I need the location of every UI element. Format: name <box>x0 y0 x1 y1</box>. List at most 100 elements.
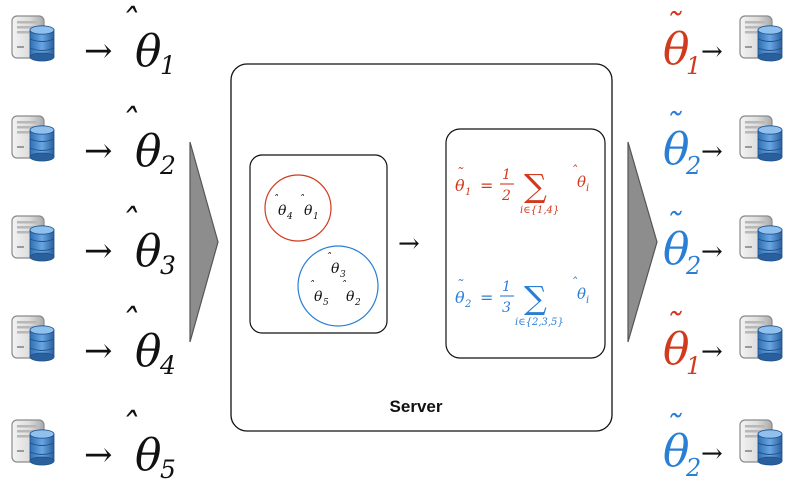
theta-hat: θ <box>135 430 162 481</box>
arrow: → <box>701 37 723 67</box>
client-row-4: → θ ̂ 4 <box>11 306 176 380</box>
theta-hat: θ <box>135 326 162 377</box>
numerator: 1 <box>502 279 511 295</box>
sum-symbol: ∑ <box>524 167 547 205</box>
cluster-theta-hat: θ <box>278 203 287 219</box>
hat-accent: ̂ <box>126 306 138 313</box>
arrow: → <box>701 439 723 469</box>
equals: = <box>480 176 493 195</box>
server-database-icon <box>739 419 783 466</box>
hat-accent: ̂ <box>126 410 138 417</box>
output-row-3: θ ˜ 2 → <box>663 206 783 280</box>
subscript: 5 <box>160 455 176 484</box>
arrow: → <box>701 337 723 367</box>
right-funnel-arrow <box>627 141 658 343</box>
hat-accent: ̂ <box>126 6 138 13</box>
eq-theta-tilde: θ <box>455 176 465 195</box>
equation-blue: θ ˜ 2 = 1 3 ∑ i∈{2,3,5} θ ̂ i <box>455 276 589 328</box>
cluster-theta-hat: θ <box>331 261 340 277</box>
client-row-2: → θ ̂ 2 <box>11 106 176 180</box>
subscript: i <box>586 295 589 306</box>
theta-tilde: θ <box>663 324 690 375</box>
hat-accent: ̂ <box>126 106 138 113</box>
numerator: 1 <box>502 167 511 183</box>
clusters-box <box>249 154 388 334</box>
server-database-icon <box>11 115 55 162</box>
server-database-icon <box>11 15 55 62</box>
tilde-accent: ˜ <box>664 206 682 246</box>
server-database-icon <box>739 115 783 162</box>
sum-index: i∈{1,4} <box>520 205 559 216</box>
client-row-1: → θ ̂ 1 <box>11 6 176 80</box>
arrow: → <box>84 131 113 171</box>
eq-theta-tilde: θ <box>455 288 465 307</box>
server-database-icon <box>11 215 55 262</box>
arrow: → <box>84 31 113 71</box>
server-database-icon <box>739 215 783 262</box>
sum-index: i∈{2,3,5} <box>515 317 564 328</box>
subscript: 1 <box>686 52 701 80</box>
theta-hat: θ <box>135 226 162 277</box>
theta-hat: θ <box>135 126 162 177</box>
tilde-accent: ˜ <box>664 6 682 46</box>
server-database-icon <box>739 15 783 62</box>
subscript: 3 <box>160 251 176 280</box>
cluster-theta-hat: θ <box>304 203 313 219</box>
theta-tilde: θ <box>663 124 690 175</box>
cluster-theta-hat: θ <box>346 289 355 305</box>
equals: = <box>480 288 493 307</box>
left-funnel-arrow <box>189 141 219 343</box>
output-row-2: θ ˜ 2 → <box>663 106 783 180</box>
sum-symbol: ∑ <box>524 279 547 317</box>
denominator: 2 <box>501 188 511 204</box>
subscript: 3 <box>340 270 346 280</box>
subscript: 4 <box>159 351 176 380</box>
output-row-1: θ ˜ 1 → <box>663 6 783 80</box>
cluster-red-circle <box>264 174 332 242</box>
left-clients: → θ ̂ 1 → θ ̂ 2 → θ ̂ 3 → θ ̂ 4 → <box>11 6 176 484</box>
arrow: → <box>701 137 723 167</box>
client-row-5: → θ ̂ 5 <box>11 410 176 484</box>
equation-red: θ ˜ 1 = 1 2 ∑ i∈{1,4} θ ̂ i <box>455 164 589 216</box>
theta-tilde: θ <box>663 426 690 477</box>
server-inner-arrow: → <box>398 229 420 259</box>
subscript: 2 <box>159 151 176 180</box>
theta-tilde: θ <box>663 24 690 75</box>
output-row-4: θ ˜ 1 → <box>663 306 783 380</box>
eq-theta-hat: θ <box>577 173 586 191</box>
theta-tilde: θ <box>663 224 690 275</box>
eq-theta-hat: θ <box>577 285 586 303</box>
subscript: 1 <box>160 51 176 80</box>
arrow: → <box>84 231 113 271</box>
denominator: 3 <box>502 300 511 316</box>
server-database-icon <box>11 315 55 362</box>
server-database-icon <box>11 419 55 466</box>
tilde-accent: ˜ <box>456 278 464 294</box>
server-database-icon <box>739 315 783 362</box>
equations-box <box>445 128 606 359</box>
subscript: 2 <box>685 252 701 280</box>
cluster-theta-hat: θ <box>314 289 323 305</box>
subscript: 5 <box>323 298 329 308</box>
server-label: Server <box>390 397 443 416</box>
subscript: 1 <box>313 212 319 222</box>
subscript: 4 <box>286 212 293 222</box>
subscript: 2 <box>685 454 701 482</box>
subscript: 2 <box>464 299 471 310</box>
cluster-blue-circle <box>297 245 379 327</box>
client-row-3: → θ ̂ 3 <box>11 206 176 280</box>
subscript: 1 <box>465 187 471 198</box>
tilde-accent: ˜ <box>664 408 682 448</box>
tilde-accent: ˜ <box>664 306 682 346</box>
subscript: 2 <box>685 152 701 180</box>
tilde-accent: ˜ <box>664 106 682 146</box>
arrow: → <box>84 331 113 371</box>
right-outputs: θ ˜ 1 → θ ˜ 2 → θ ˜ 2 → θ ˜ 1 → θ <box>663 6 783 482</box>
arrow: → <box>701 237 723 267</box>
arrow: → <box>84 435 113 475</box>
subscript: i <box>586 183 589 194</box>
tilde-accent: ˜ <box>456 166 464 182</box>
hat-accent: ̂ <box>126 206 138 213</box>
subscript: 2 <box>354 298 361 308</box>
